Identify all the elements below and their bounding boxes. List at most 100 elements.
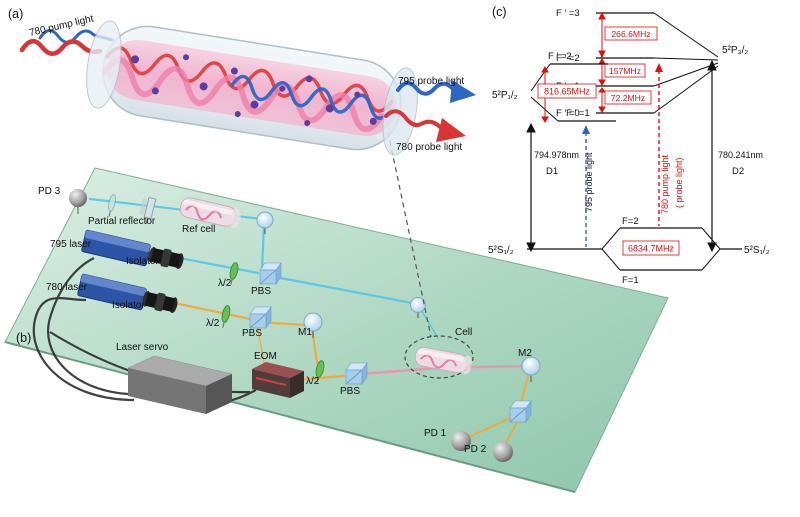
half-waveplate-main [315, 360, 325, 383]
split-1-0-box [604, 90, 652, 105]
d2-transition-arrow [707, 59, 717, 253]
fprime2-p32-label: F ′ =2 [556, 53, 580, 64]
probe-795-transition-arrow [582, 125, 590, 247]
pd1-detector [451, 431, 471, 451]
panel-c-letter: (c) [492, 5, 507, 19]
cylinder-cap-left [86, 20, 122, 109]
isolator-bottom-label: Isolator [112, 300, 145, 311]
split-2-1-value: 157MHz [609, 66, 641, 76]
experiment-cell [404, 335, 474, 379]
d1-wavelength-label: 794.978nm [534, 150, 579, 160]
mirror-aux [410, 297, 426, 318]
laser-795-box [81, 229, 151, 267]
pbs-cube-detection [509, 400, 532, 423]
pump-780-arrow-label: 780 pump light [660, 154, 670, 214]
mirror-m2 [521, 356, 541, 382]
pbs-cube-top [259, 262, 282, 285]
d2-label: D2 [732, 166, 744, 177]
mirror-m1 [303, 312, 323, 338]
laser-795-label: 795 laser [50, 239, 92, 250]
pd3-label: PD 3 [38, 186, 61, 197]
half-waveplate-top [229, 262, 239, 285]
split-ground-box [622, 240, 680, 256]
panel-a-letter: (a) [8, 7, 23, 21]
pump-light-label: 780 pump light [28, 13, 95, 39]
ref-cell-label: Ref cell [182, 224, 215, 235]
mirror [256, 211, 274, 234]
glass-cylinder [86, 20, 418, 156]
pump-780-transition-arrow [655, 63, 663, 226]
pbs-cube-main [345, 362, 368, 385]
probe-780-label: 780 probe light [396, 142, 462, 153]
fprime1-p12-label: F ′ =1 [566, 108, 590, 119]
fprime2-p12-label: F ′ =2 [548, 51, 572, 62]
d2-wavelength-label: 780.241nm [718, 150, 763, 160]
p32-splitting-arrows [598, 11, 606, 113]
entrance-red-wave [19, 39, 103, 56]
probe-780-arrowhead [436, 118, 466, 142]
ground-state-levels [527, 227, 742, 271]
fprime0-label: F ′ =0 [556, 108, 580, 119]
isolator-bottom-device [142, 291, 178, 313]
panel-a-vapor-cell: 780 pump light 795 probe light 780 probe… [19, 13, 476, 156]
partial-reflector-optic [139, 196, 157, 224]
pink-wave-inside [101, 57, 385, 133]
s12-right-label: 5²S₁/₂ [744, 245, 770, 256]
cell-dashed-circle [404, 335, 474, 379]
half-waveplate-mid [221, 305, 231, 328]
panel-b-letter: (b) [16, 331, 31, 345]
table-edge [4, 341, 576, 493]
pd2-detector [493, 442, 513, 462]
probe-795-arrow-label: 795 probe light [584, 152, 594, 212]
atom-dots [131, 54, 377, 127]
partial-reflector-label: Partial reflector [88, 216, 156, 227]
pbs-main-label: PBS [340, 386, 360, 397]
isolator-top-label: Isolator [126, 256, 159, 267]
probe-795-exit-wave [396, 81, 454, 96]
split-3-2-value: 266.6MHz [611, 29, 650, 39]
panel-c-energy-levels: 266.6MHz 157MHz 72.2MHz F ′ =3 F ′ =2 F … [488, 8, 770, 286]
split-p12-value: 816.65MHz [544, 87, 591, 97]
cell-label: Cell [455, 327, 472, 338]
f1-label: F=1 [622, 275, 639, 286]
panel-b-optical-table: PD 3 Partial reflector Ref cell 795 lase… [4, 167, 669, 493]
isolator-top-device [148, 247, 184, 269]
d1-transition-arrow [526, 122, 536, 253]
pbs-cube-mid [249, 306, 272, 329]
hwp-top-label: λ/2 [218, 278, 232, 289]
hwp-main-label: λ/2 [306, 376, 320, 387]
lens [108, 194, 116, 217]
split-3-2-box [604, 26, 658, 41]
p32-term-label: 5²P₃/₂ [722, 45, 748, 56]
probe-795-label: 795 probe light [398, 76, 464, 87]
blue-wave-inside [230, 74, 393, 120]
f2-label: F=2 [622, 216, 639, 227]
d1-label: D1 [546, 166, 558, 177]
probe-780-exit-wave [384, 109, 442, 129]
pd2-label: PD 2 [464, 444, 487, 455]
split-ground-value: 6834.7MHz [628, 244, 675, 254]
p12-term-label: 5²P₁/₂ [492, 90, 518, 101]
pd3-detector [69, 189, 87, 214]
split-p12-box [537, 83, 597, 99]
ref-cell-vapor-cell [179, 197, 241, 229]
eom-label: EOM [254, 351, 277, 362]
m1-label: M1 [298, 327, 312, 338]
laser-780-label: 780 laser [46, 282, 88, 293]
pd1-label: PD 1 [424, 428, 447, 439]
s12-left-label: 5²S₁/₂ [488, 245, 514, 256]
eom-box [252, 362, 304, 398]
laser-servo-label: Laser servo [116, 342, 169, 353]
split-1-0-value: 72.2MHz [611, 93, 645, 103]
laser-servo-box [127, 355, 233, 414]
split-2-1-box [604, 63, 646, 78]
pbs-mid-label: PBS [242, 328, 262, 339]
pump-780-arrow-label2: ( probe light) [674, 157, 684, 208]
p32-fan-lines [653, 12, 719, 114]
m2-label: M2 [518, 348, 532, 359]
probe-795-arrowhead [450, 80, 476, 103]
cell-pointer-dashed-line [387, 131, 432, 338]
pbs-top-label: PBS [251, 286, 271, 297]
